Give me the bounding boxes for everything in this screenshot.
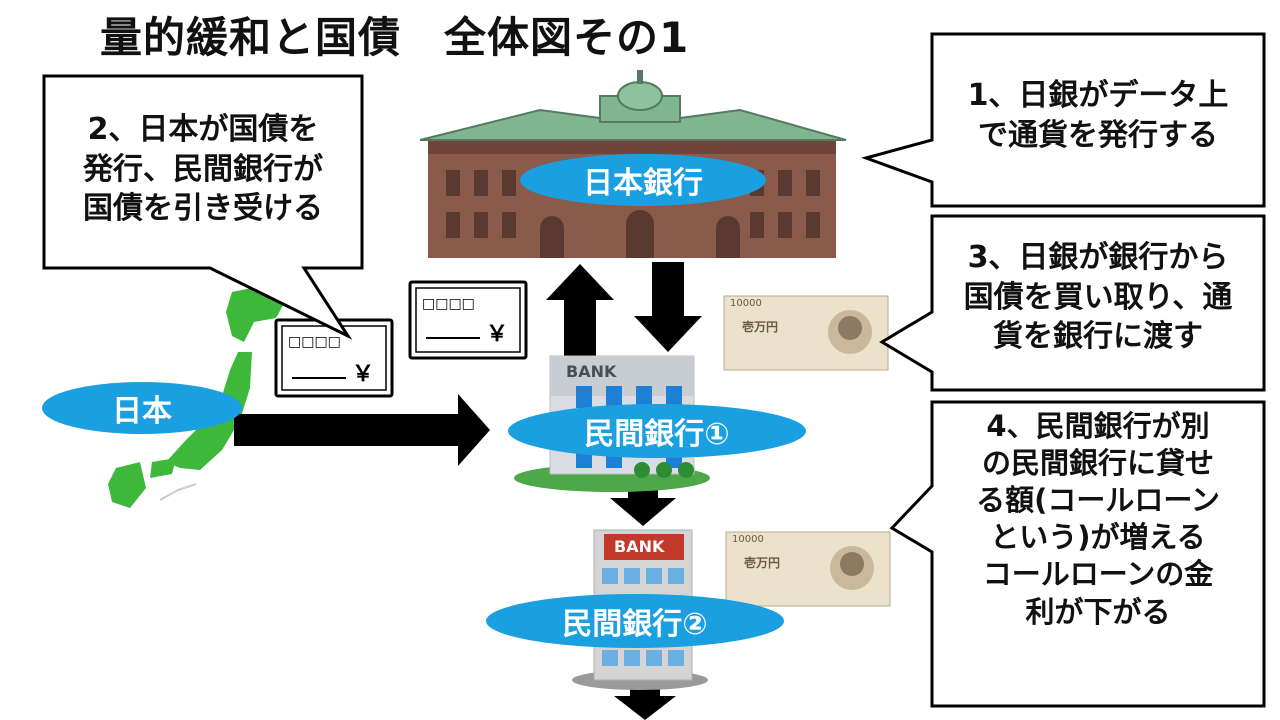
banknote-1-denomination: 10000	[730, 298, 762, 309]
callout-4-text: 4、民間銀行が別 の民間銀行に貸せ る額(コールローン という)が増える コール…	[976, 409, 1220, 629]
bond-certificate-right	[408, 280, 528, 360]
arrow-japan-to-bank	[234, 394, 490, 466]
bank-2-sign: BANK	[614, 537, 665, 556]
callout-2-bubble	[42, 74, 364, 340]
label-boj: 日本銀行	[520, 154, 766, 206]
page-title: 量的緩和と国債 全体図その1	[100, 13, 690, 62]
arrow-bank-up-to-boj	[546, 264, 614, 356]
japan-map	[108, 286, 286, 508]
banknote-1	[723, 295, 889, 371]
banknote-2-denomination: 10000	[732, 534, 764, 545]
arrow-boj-down-to-bank	[634, 262, 702, 352]
banknote-2-face: 壱万円	[744, 556, 781, 570]
callout-1-bubble	[861, 32, 1266, 208]
label-bank-1: 民間銀行①	[508, 404, 806, 458]
callout-3-text: 3、日銀が銀行から 国債を買い取り、通 貨を銀行に渡す	[963, 240, 1233, 355]
label-bank-2: 民間銀行②	[486, 594, 784, 648]
bank-1-sign: BANK	[566, 362, 617, 381]
callout-2-text: 2、日本が国債を 発行、民間銀行が 国債を引き受ける	[83, 112, 323, 227]
banknote-1-face: 壱万円	[742, 320, 779, 334]
banknote-2	[725, 531, 891, 607]
bond-right-digits: □□□□	[422, 296, 475, 312]
bond-left-digits: □□□□	[288, 334, 341, 350]
okinawa-line	[159, 483, 197, 501]
label-japan: 日本	[42, 382, 242, 434]
callout-3-bubble	[879, 214, 1266, 392]
arrow-bank1-to-bank2	[610, 476, 676, 526]
bank-of-japan-building	[419, 70, 847, 258]
bond-left-yen: ￥	[352, 362, 375, 387]
callout-4-bubble	[889, 400, 1266, 708]
callout-1-text: 1、日銀がデータ上 で通貨を発行する	[967, 78, 1229, 153]
bond-right-yen: ￥	[486, 322, 509, 347]
bond-certificate-left	[274, 318, 394, 398]
arrow-bank2-down	[614, 676, 676, 720]
